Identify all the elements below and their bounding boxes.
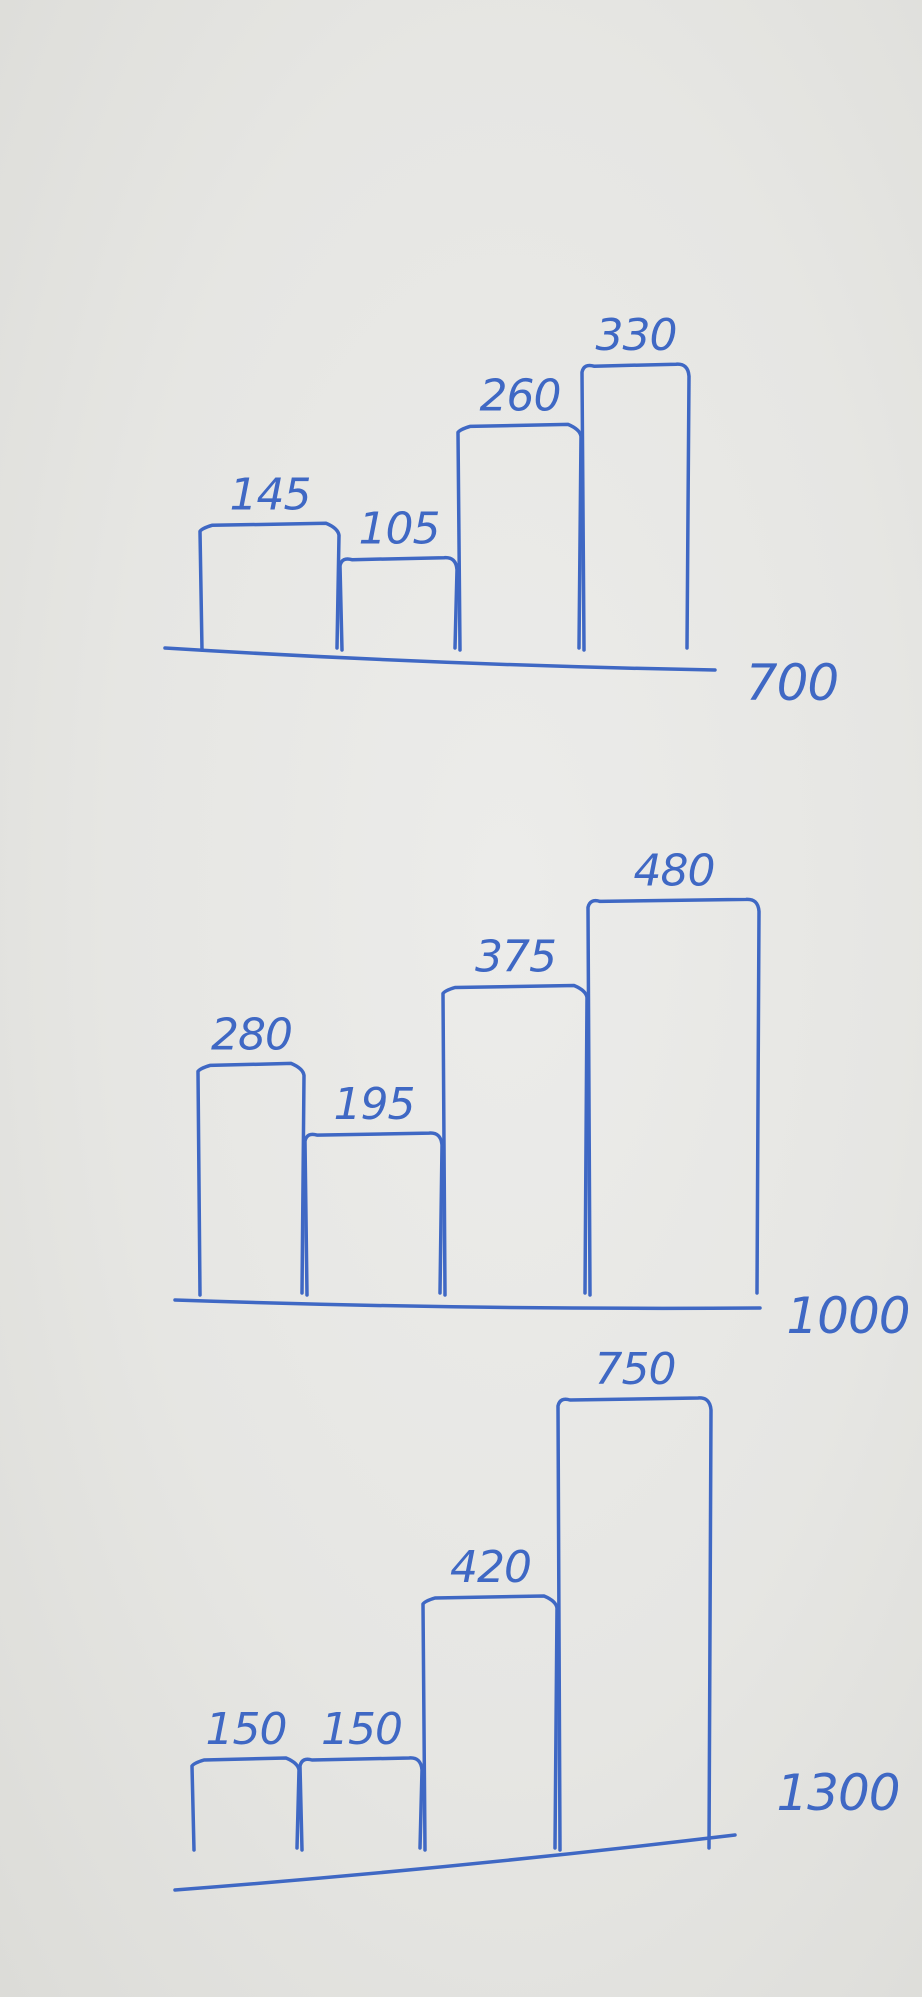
bar-1-value-label: 280 bbox=[211, 1009, 292, 1060]
bar-4 bbox=[556, 1396, 713, 1852]
total-label: 1000 bbox=[786, 1287, 909, 1345]
bar-chart-3: 150 150 420 750 1300 bbox=[173, 1344, 901, 1892]
total-label: 1300 bbox=[776, 1764, 899, 1822]
bar-2-value-label: 105 bbox=[359, 504, 440, 555]
bar-1-value-label: 150 bbox=[206, 1704, 287, 1755]
total-label: 700 bbox=[746, 654, 838, 712]
bar-4-value-label: 330 bbox=[596, 310, 677, 361]
bar-1-value-label: 145 bbox=[230, 469, 311, 520]
bar-3-value-label: 420 bbox=[450, 1542, 531, 1593]
bar-4 bbox=[580, 362, 691, 652]
bar-3-value-label: 260 bbox=[480, 370, 561, 421]
bar-2-value-label: 150 bbox=[321, 1704, 402, 1755]
baseline-axis bbox=[163, 646, 717, 672]
bar-2-value-label: 195 bbox=[334, 1079, 415, 1130]
bar-4 bbox=[586, 897, 761, 1297]
bar-4-value-label: 750 bbox=[595, 1344, 676, 1395]
bar-chart-1: 145 105 260 330 700 bbox=[163, 310, 839, 712]
bar-chart-2: 280 195 375 480 1000 bbox=[173, 845, 911, 1345]
bar-2 bbox=[303, 1131, 444, 1297]
bar-1 bbox=[198, 521, 341, 652]
bar-1 bbox=[196, 1061, 306, 1297]
bar-3 bbox=[421, 1594, 559, 1852]
baseline-axis bbox=[173, 1298, 762, 1311]
bar-2 bbox=[298, 1756, 424, 1852]
baseline-axis bbox=[173, 1833, 737, 1892]
bar-3 bbox=[441, 983, 589, 1297]
bar-1 bbox=[190, 1756, 301, 1852]
bar-2 bbox=[338, 555, 459, 652]
bar-3-value-label: 375 bbox=[475, 932, 556, 983]
bar-4-value-label: 480 bbox=[634, 845, 715, 896]
bar-3 bbox=[456, 422, 583, 652]
